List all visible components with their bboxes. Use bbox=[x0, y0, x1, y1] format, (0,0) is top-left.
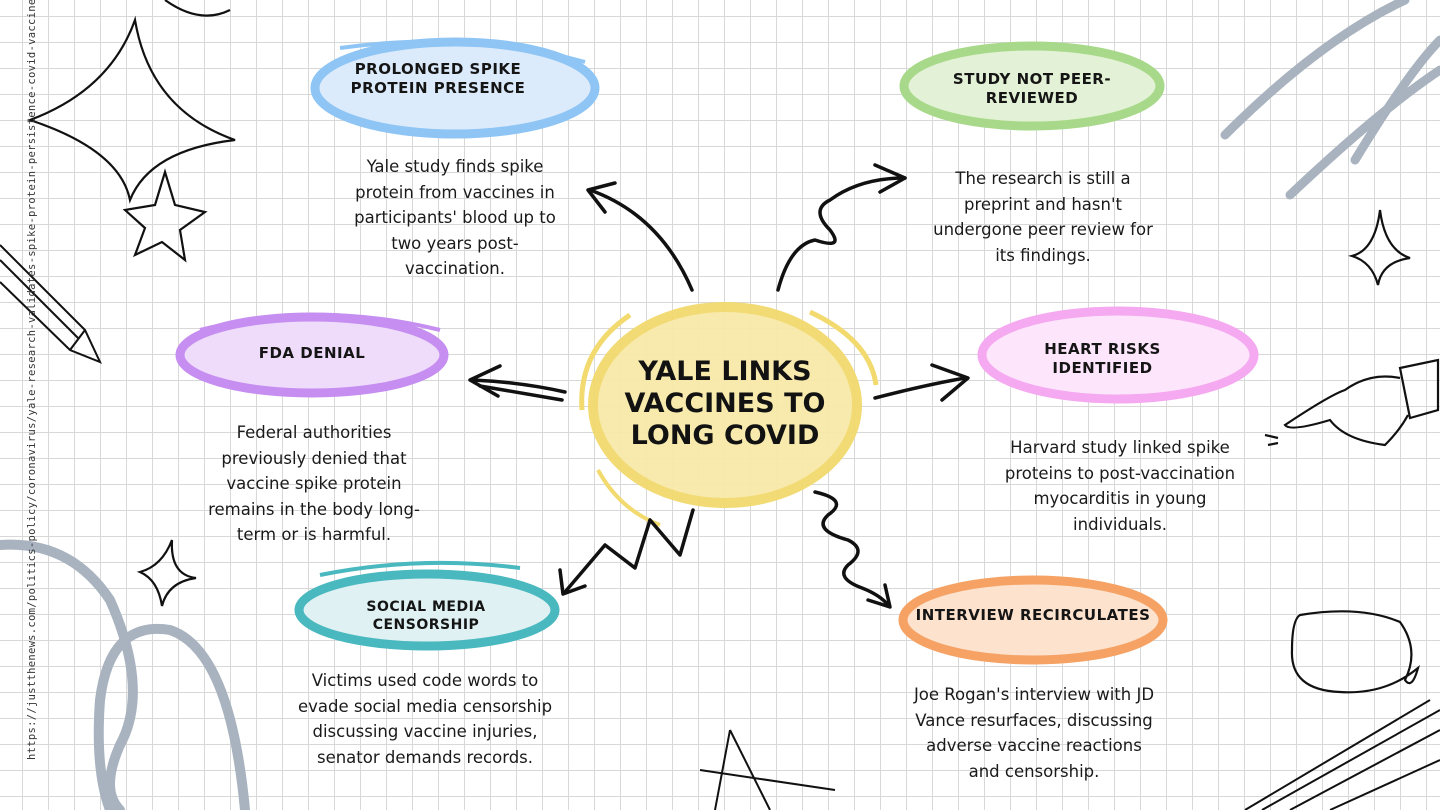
bubble-spike bbox=[310, 37, 600, 139]
branch-desc-fda: Federal authorities previously denied th… bbox=[208, 423, 420, 544]
star-outline-bottom bbox=[699, 729, 836, 810]
bubble-peer bbox=[899, 41, 1165, 131]
branch-desc-peer: The research is still a preprint and has… bbox=[933, 169, 1153, 265]
scribble-grey-top-right bbox=[1220, 0, 1440, 200]
branch-desc-censor: Victims used code words to evade social … bbox=[297, 671, 553, 767]
arrow-to-censor bbox=[558, 508, 695, 596]
pencil-doodle bbox=[0, 244, 102, 364]
branch-title-heart: Heart Risks Identified bbox=[1044, 340, 1161, 377]
star-doodle-top-left bbox=[26, 0, 236, 204]
branch-desc-interview: Joe Rogan's interview with JD Vance resu… bbox=[913, 685, 1155, 781]
branch-title-fda: FDA Denial bbox=[258, 344, 366, 362]
branch-title-censor: Social Media Censorship bbox=[366, 599, 486, 633]
sparkle-doodle-right bbox=[1347, 209, 1411, 286]
arrow-to-fda bbox=[468, 364, 567, 402]
arrow-to-spike bbox=[586, 181, 694, 292]
arrow-to-peer bbox=[776, 163, 907, 292]
speech-bubble-doodle bbox=[1290, 610, 1420, 694]
scribble-grey-bottom-left bbox=[0, 539, 250, 810]
branch-desc-spike: Yale study finds spike protein from vacc… bbox=[354, 157, 556, 278]
branch-desc-heart: Harvard study linked spike proteins to p… bbox=[1004, 438, 1236, 534]
central-topic: Yale Links Vaccines To Long Covid bbox=[624, 356, 826, 451]
bubble-fda bbox=[175, 312, 449, 398]
central-bubble bbox=[579, 302, 879, 527]
bubble-censor bbox=[294, 560, 560, 651]
branch-title-interview: Interview Recirculates bbox=[915, 606, 1151, 624]
star-doodle-small bbox=[122, 168, 208, 263]
sparkle-doodle-left bbox=[136, 539, 197, 607]
pointing-hand-doodle bbox=[1264, 358, 1440, 447]
scribble-lines-bottom-right bbox=[1244, 699, 1440, 810]
bubble-heart bbox=[977, 306, 1259, 404]
arrow-to-interview bbox=[813, 490, 892, 609]
bubble-interview bbox=[898, 575, 1168, 665]
source-url[interactable]: https://justthenews.com/politics-policy/… bbox=[26, 0, 38, 760]
arrow-to-heart bbox=[873, 363, 970, 402]
branch-title-peer: Study Not Peer-Reviewed bbox=[952, 70, 1112, 107]
branch-title-spike: Prolonged Spike Protein Presence bbox=[350, 60, 526, 97]
